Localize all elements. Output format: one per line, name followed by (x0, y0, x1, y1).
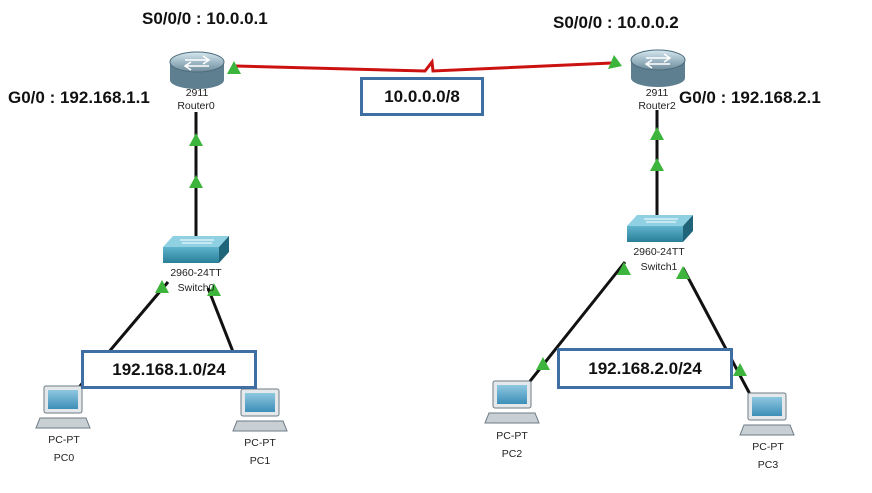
switch-icon[interactable] (627, 215, 693, 242)
serial-network-box: 10.0.0.0/8 (360, 77, 484, 116)
link-up-triangle (189, 175, 203, 188)
router0-gig-label: G0/0 : 192.168.1.1 (8, 88, 150, 107)
link-up-triangle (608, 55, 622, 69)
pc0-type-label: PC-PT (48, 434, 80, 446)
switch1-model-label: 2960-24TT (633, 246, 685, 258)
pc0-name-label: PC0 (53, 452, 75, 464)
link-up-triangle (676, 266, 690, 279)
link-up-triangle (733, 363, 747, 376)
link-up-triangle (617, 262, 631, 275)
pc3-name-label: PC3 (757, 459, 779, 471)
router0-serial-label: S0/0/0 : 10.0.0.1 (142, 9, 268, 28)
link-up-triangle (650, 158, 664, 171)
router-icon[interactable] (630, 49, 686, 87)
pc-icon[interactable] (35, 385, 91, 429)
router-icon[interactable] (169, 51, 225, 89)
router2-gig-label: G0/0 : 192.168.2.1 (679, 88, 821, 107)
switch1-name-label: Switch1 (640, 261, 678, 273)
serial-link[interactable] (235, 58, 613, 73)
switch0-name-label: Switch0 (177, 282, 215, 294)
router2-serial-label: S0/0/0 : 10.0.0.2 (553, 13, 679, 32)
router0-name-label: Router0 (177, 100, 215, 112)
pc1-name-label: PC1 (249, 455, 271, 467)
link-up-triangle (536, 357, 550, 370)
link-up-triangle (227, 61, 241, 74)
pc1-type-label: PC-PT (244, 437, 276, 449)
pc3-type-label: PC-PT (752, 441, 784, 453)
link-up-triangle (155, 280, 169, 293)
link-up-triangle (650, 127, 664, 140)
switch0-model-label: 2960-24TT (170, 267, 222, 279)
lan-left-network-box: 192.168.1.0/24 (81, 350, 257, 389)
link-switch1-pc3[interactable] (681, 267, 754, 399)
router2-model-label: 2911 (645, 87, 669, 99)
link-up-triangle (189, 133, 203, 146)
lan-right-network-box: 192.168.2.0/24 (557, 348, 733, 389)
pc-icon[interactable] (739, 392, 795, 436)
pc-icon[interactable] (232, 388, 288, 432)
pc-icon[interactable] (484, 380, 540, 424)
router0-model-label: 2911 (185, 87, 209, 99)
pc2-type-label: PC-PT (496, 430, 528, 442)
pc2-name-label: PC2 (501, 448, 523, 460)
router2-name-label: Router2 (638, 100, 676, 112)
switch-icon[interactable] (163, 236, 229, 263)
link-up-triangle (207, 283, 221, 296)
